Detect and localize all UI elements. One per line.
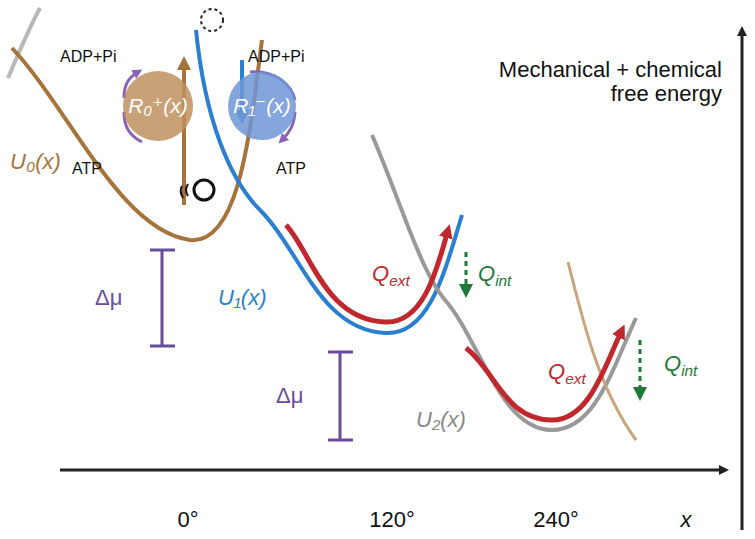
axis-title: Mechanical + chemical free energy [482,58,722,106]
tick-label: 0° [177,508,198,532]
axis-label: x [681,508,692,532]
heat-label: Qext [372,262,410,286]
energy-gap: Δμ [95,286,122,310]
chemical-state: ATP [276,160,306,178]
rate-circle: R₁⁻(x) [228,72,296,140]
chemical-state: ADP+Pi [248,48,304,66]
energy-gap: Δμ [276,384,303,408]
chemical-state: ADP+Pi [60,48,116,66]
potential-name: U₂(x) [416,408,466,432]
rate-label: R₁⁻(x) [233,94,290,118]
heat-label: Qext [548,360,586,384]
heat-label: Qint [664,352,697,376]
rate-circle: R₀⁺(x) [123,71,193,141]
potential-name: U₁(x) [218,286,266,310]
potential-name: U₀(x) [10,150,61,174]
rate-label: R₀⁺(x) [128,94,188,118]
tick-label: 240° [533,508,579,532]
tick-label: 120° [369,508,415,532]
heat-label: Qint [478,262,511,286]
chemical-state: ATP [72,160,102,178]
